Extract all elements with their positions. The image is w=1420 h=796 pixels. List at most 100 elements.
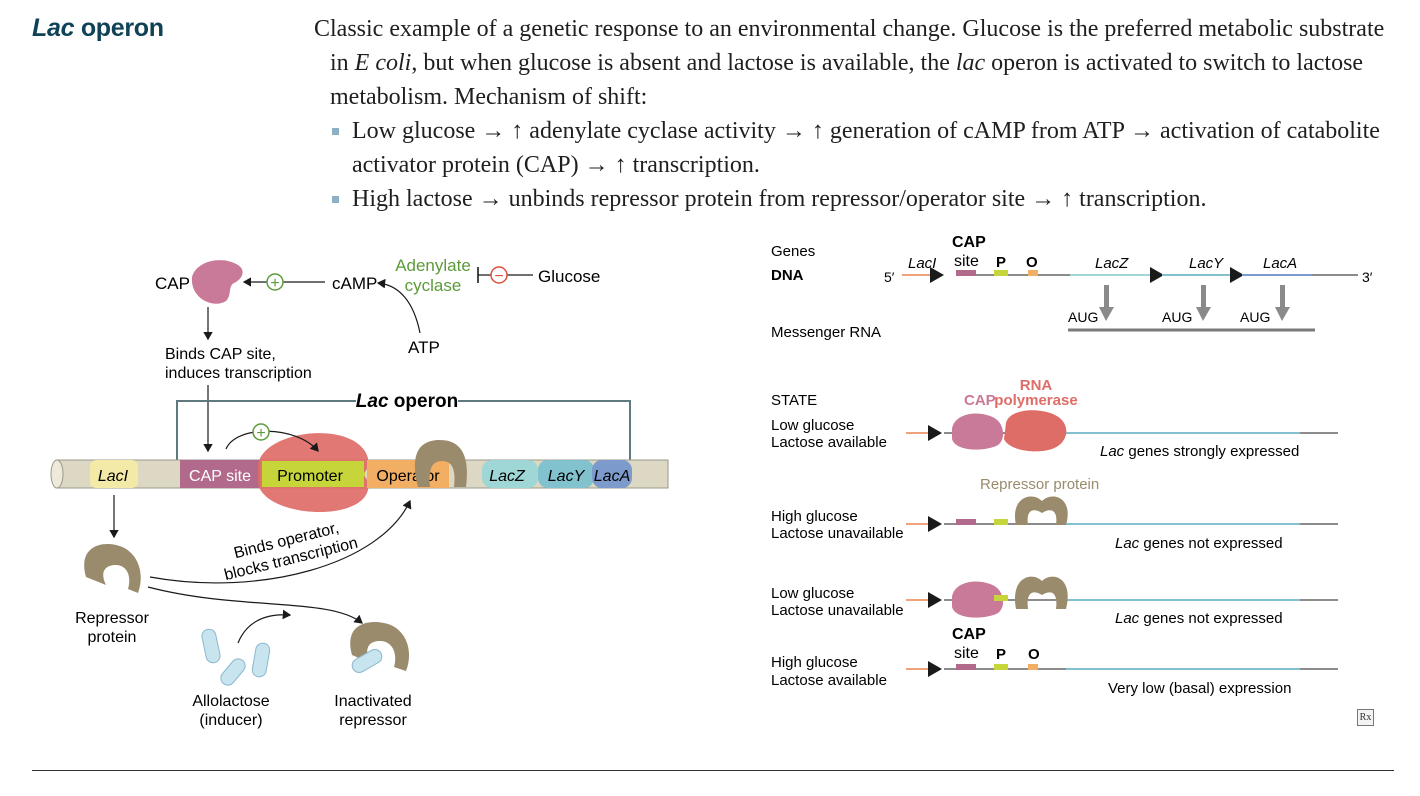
intro-text-block: Classic example of a genetic response to… <box>314 12 1394 216</box>
intro-sentence-2: , but when glucose is absent and lactose… <box>411 50 956 76</box>
state-4-cap-site <box>956 664 976 670</box>
lacz-segment <box>482 460 538 488</box>
repressor-label-2: protein <box>88 629 137 646</box>
intro-lac: lac <box>955 50 986 76</box>
state-4-result: Very low (basal) expression <box>1108 680 1291 697</box>
dna-o-box <box>1028 270 1038 276</box>
bottom-divider <box>32 770 1394 771</box>
mrna-arrow-1 <box>1104 285 1109 307</box>
state-2-p <box>994 519 1008 525</box>
repressor-protein-icon <box>84 544 141 593</box>
dna-label: DNA <box>771 267 804 284</box>
state-header: STATE <box>771 392 817 409</box>
three-prime-label: 3′ <box>1362 269 1373 285</box>
inactivated-label-1: Inactivated <box>334 693 411 710</box>
mrna-arrowhead-3 <box>1275 307 1290 321</box>
state-1-line-2: Lactose available <box>771 434 887 451</box>
five-prime-label: 5′ <box>884 269 895 285</box>
promoter-plus-sign: + <box>256 425 265 442</box>
activation-plus-icon <box>266 273 284 291</box>
binds-cap-label-2: induces transcription <box>165 365 312 382</box>
state-1-cap-icon <box>952 413 1004 450</box>
state-2-line-2: Lactose unavailable <box>771 525 904 542</box>
cap-site-header-2: site <box>954 253 979 270</box>
binds-operator-arrow <box>149 499 412 584</box>
mrna-arrow-3 <box>1280 285 1285 307</box>
heading-rest: operon <box>74 14 164 42</box>
o-header: O <box>1026 254 1038 271</box>
state-4-p <box>994 664 1008 670</box>
section-heading: Lac operon <box>32 14 164 43</box>
state-4-p-header: P <box>996 646 1006 663</box>
intro-paragraph: Classic example of a genetic response to… <box>314 12 1394 114</box>
state-4-line-1: High glucose <box>771 654 858 671</box>
laca-segment <box>592 460 632 488</box>
adenylate-label-2: cyclase <box>405 276 462 295</box>
state-2-cap-site <box>956 519 976 525</box>
aug-label-2: AUG <box>1162 309 1192 325</box>
state-3-result: Lac genes not expressed <box>1115 610 1283 627</box>
operon-bracket-label: Lac operon <box>356 391 458 412</box>
mrna-label: Messenger RNA <box>771 324 881 341</box>
state-4-cap-header-2: site <box>954 645 979 662</box>
state-3-p <box>994 595 1008 601</box>
state-4-line-2: Lactose available <box>771 672 887 689</box>
intro-sentence-3: operon is activated to switch to lactose… <box>330 50 1364 110</box>
state-2-line-1: High glucose <box>771 508 858 525</box>
laca-label: LacA <box>594 468 630 485</box>
laca-gene-label: LacA <box>1263 255 1297 272</box>
state-1-rnapol-icon <box>1004 410 1067 452</box>
adenylate-label-1: Adenylate <box>395 256 471 275</box>
state-1-result: Lac genes strongly expressed <box>1100 443 1299 460</box>
dna-cap-site-box <box>956 270 976 276</box>
bound-inducer-icon <box>351 649 383 673</box>
state-3-line-2: Lactose unavailable <box>771 602 904 619</box>
repressor-protein-label: Repressor protein <box>980 476 1099 493</box>
laci-label: LacI <box>98 468 129 485</box>
plus-sign: + <box>270 275 279 292</box>
cap-site-label: CAP site <box>189 468 251 485</box>
bound-repressor-icon <box>414 440 467 487</box>
lacz-label: LacZ <box>489 468 526 485</box>
lac-operon-states-diagram: Genes DNA CAP site P O LacI LacZ LacY La… <box>771 234 1373 697</box>
state-3-repressor-icon <box>1014 576 1068 609</box>
lac-operon-mechanism-diagram: CAP + cAMP Adenylate cyclase ATP − Gluco… <box>50 256 669 729</box>
intro-species: E coli <box>354 50 412 76</box>
rnapol-label-2: polymerase <box>994 392 1077 409</box>
aug-label-1: AUG <box>1068 309 1098 325</box>
cap-protein-icon <box>191 260 243 304</box>
mrna-arrow-2 <box>1201 285 1206 307</box>
allolactose-icon-3 <box>251 642 271 678</box>
state-4-o <box>1028 664 1038 670</box>
mrna-arrowhead-2 <box>1196 307 1211 321</box>
lacy-label: LacY <box>548 468 586 485</box>
allolactose-icon-1 <box>201 628 221 664</box>
atp-label: ATP <box>408 338 440 357</box>
aug-label-3: AUG <box>1240 309 1270 325</box>
lac-operon-bracket <box>176 400 631 461</box>
minus-sign: − <box>494 268 503 285</box>
inhibition-minus-icon <box>490 266 508 284</box>
state-2-repressor-icon <box>1014 496 1068 525</box>
mechanism-list: Low glucose → ↑ adenylate cyclase activi… <box>314 114 1394 216</box>
genes-label: Genes <box>771 243 815 260</box>
repressor-label-1: Repressor <box>75 610 149 627</box>
operator-segment <box>367 460 449 488</box>
inducer-arrow <box>237 609 292 644</box>
rx-icon: Rx <box>1357 709 1374 726</box>
heading-italic: Lac <box>32 14 75 42</box>
state-3-cap-icon <box>952 581 1004 618</box>
mechanism-bullet-low-glucose: Low glucose → ↑ adenylate cyclase activi… <box>332 114 1394 182</box>
cap-site-segment <box>180 460 260 488</box>
state-3-line-1: Low glucose <box>771 585 854 602</box>
promoter-label: Promoter <box>277 468 343 485</box>
atp-to-camp-arrow <box>376 278 421 334</box>
cap-label: CAP <box>155 274 190 293</box>
state-4-o-header: O <box>1028 646 1040 663</box>
state-2-result: Lac genes not expressed <box>1115 535 1283 552</box>
cap-label-state: CAP <box>964 392 996 409</box>
promoter-plus-icon <box>252 423 270 441</box>
promoter-overlay <box>262 461 364 487</box>
cap-site-header-1: CAP <box>952 234 986 251</box>
allolactose-label-1: Allolactose <box>192 693 269 710</box>
